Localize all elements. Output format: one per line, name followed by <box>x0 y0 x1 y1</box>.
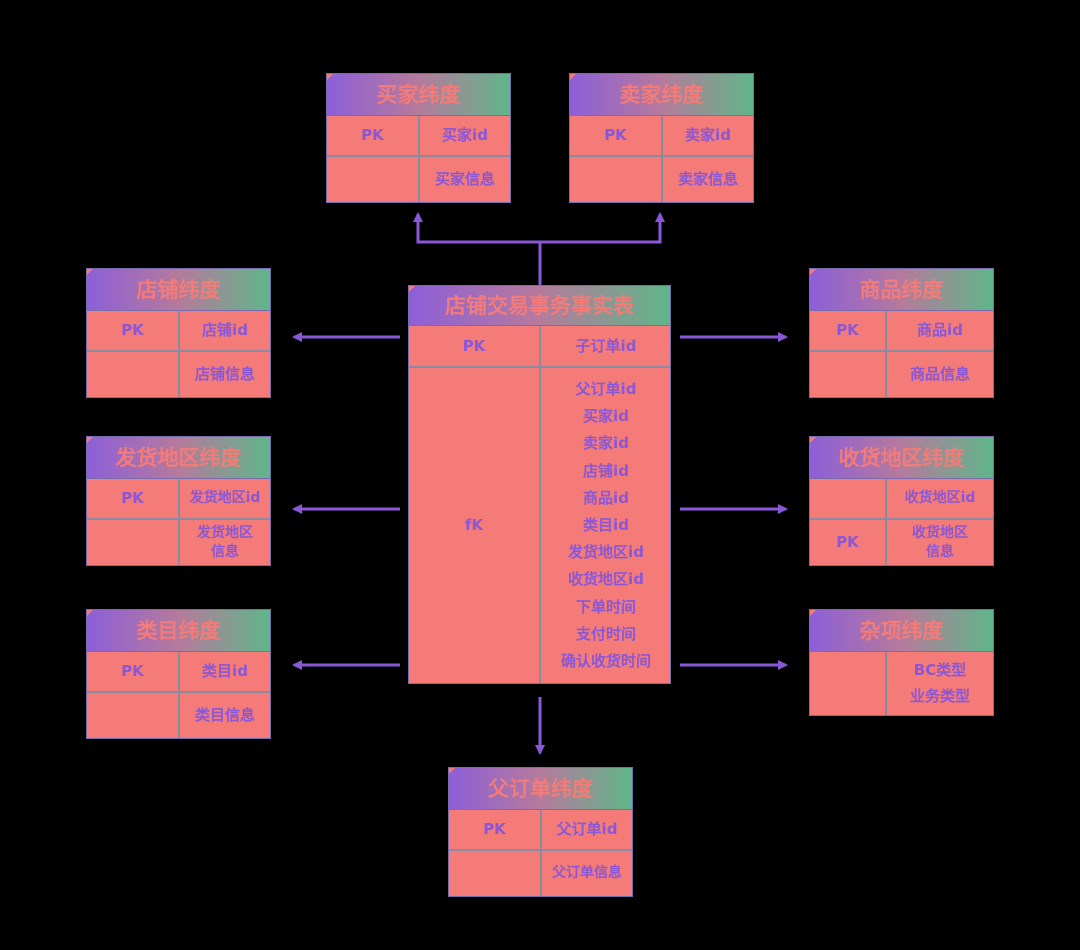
category-pk: PK <box>121 662 144 680</box>
fk-field: 发货地区id <box>568 543 644 562</box>
fk-field: 卖家id <box>583 434 629 453</box>
product-pk: PK <box>836 321 859 339</box>
fk-field: 支付时间 <box>575 624 636 643</box>
fk-field: 类目id <box>583 515 629 534</box>
parent-order-info: 父订单信息 <box>552 865 622 881</box>
shop-pk: PK <box>121 321 144 339</box>
misc-dimension-table: 杂项纬度 BC类型 业务类型 <box>809 609 994 716</box>
category-table-title: 类目纬度 <box>87 610 270 652</box>
misc-field-business-type: 业务类型 <box>909 686 970 705</box>
misc-table-title: 杂项纬度 <box>810 610 993 652</box>
category-id: 类目id <box>202 662 248 680</box>
recv-region-pk: PK <box>836 533 859 551</box>
seller-pk: PK <box>604 126 627 144</box>
fact-pk-field: 子订单id <box>575 336 637 355</box>
seller-dimension-table: 卖家纬度 PK 卖家id 卖家信息 <box>569 73 754 203</box>
seller-info: 卖家信息 <box>677 170 738 188</box>
shop-id: 店铺id <box>202 321 248 339</box>
buyer-table-title: 买家纬度 <box>327 74 510 116</box>
recv-region-table-title: 收货地区纬度 <box>810 437 993 479</box>
category-info: 类目信息 <box>194 706 255 724</box>
arrow-to-buyer-seller <box>413 212 542 285</box>
fact-table-title: 店铺交易事务事实表 <box>409 286 670 326</box>
product-id: 商品id <box>917 321 963 339</box>
shop-info: 店铺信息 <box>194 365 255 383</box>
parent-order-table-title: 父订单纬度 <box>449 768 632 810</box>
fk-field: 确认收货时间 <box>560 651 651 670</box>
fact-fk-label: fK <box>464 516 484 534</box>
seller-id: 卖家id <box>685 126 731 144</box>
buyer-id: 买家id <box>442 126 488 144</box>
parent-order-pk: PK <box>483 820 506 838</box>
ship-region-dimension-table: 发货地区纬度 PK 发货地区id 发货地区信息 <box>86 436 271 566</box>
ship-region-id: 发货地区id <box>189 490 261 506</box>
product-dimension-table: 商品纬度 PK 商品id 商品信息 <box>809 268 994 398</box>
ship-region-info: 发货地区信息 <box>197 524 253 560</box>
misc-field-bc-type: BC类型 <box>913 660 967 679</box>
parent-order-id: 父订单id <box>556 820 618 838</box>
fact-fk-fields: 父订单id 买家id 卖家id 店铺id 商品id 类目id 发货地区id 收货… <box>541 368 671 683</box>
fk-field: 下单时间 <box>575 597 636 616</box>
buyer-pk: PK <box>361 126 384 144</box>
recv-region-dimension-table: 收货地区纬度 收货地区id PK 收货地区信息 <box>809 436 994 566</box>
recv-region-info: 收货地区信息 <box>912 524 968 560</box>
fact-table: 店铺交易事务事实表 PK 子订单id fK 父订单id 买家id 卖家id 店铺… <box>408 285 671 684</box>
seller-table-title: 卖家纬度 <box>570 74 753 116</box>
fact-pk-label: PK <box>462 336 486 355</box>
shop-table-title: 店铺纬度 <box>87 269 270 311</box>
buyer-info: 买家信息 <box>434 170 495 188</box>
parent-order-dimension-table: 父订单纬度 PK 父订单id 父订单信息 <box>448 767 633 897</box>
shop-dimension-table: 店铺纬度 PK 店铺id 店铺信息 <box>86 268 271 398</box>
fk-field: 父订单id <box>575 380 637 398</box>
ship-region-table-title: 发货地区纬度 <box>87 437 270 479</box>
arrow-to-seller <box>540 212 665 244</box>
product-table-title: 商品纬度 <box>810 269 993 311</box>
product-info: 商品信息 <box>909 365 970 383</box>
fk-field: 店铺id <box>583 461 629 480</box>
ship-region-pk: PK <box>121 489 144 507</box>
fk-field: 商品id <box>583 488 629 507</box>
fk-field: 收货地区id <box>568 570 644 589</box>
category-dimension-table: 类目纬度 PK 类目id 类目信息 <box>86 609 271 739</box>
recv-region-id: 收货地区id <box>904 490 976 506</box>
buyer-dimension-table: 买家纬度 PK 买家id 买家信息 <box>326 73 511 203</box>
fk-field: 买家id <box>583 407 629 426</box>
